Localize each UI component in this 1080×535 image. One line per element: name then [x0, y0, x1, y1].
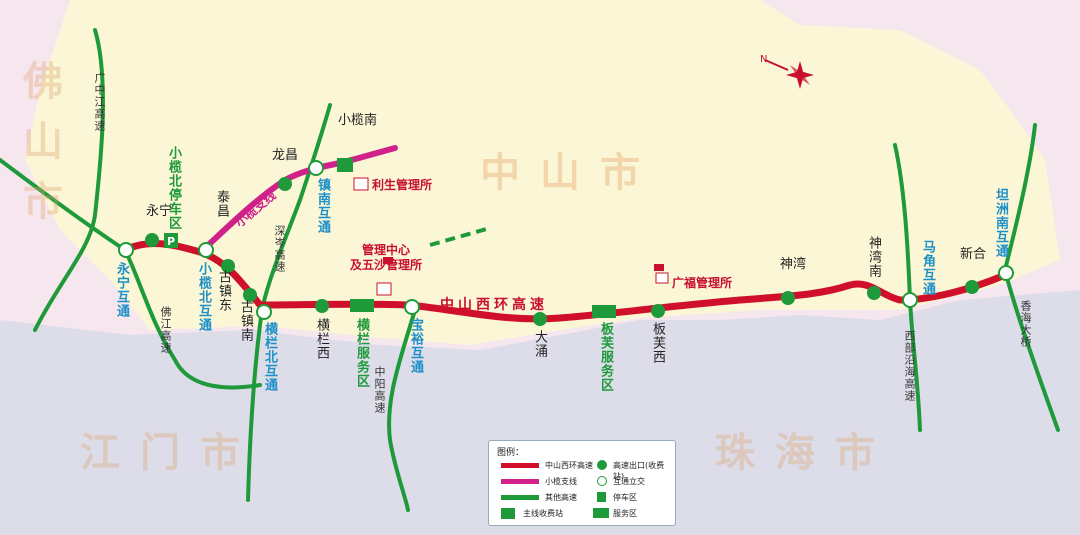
interchange-icon — [256, 304, 272, 320]
legend-main: 中山西环高速 — [545, 461, 593, 470]
zhongshan-region — [25, 0, 1060, 345]
legend-other-swatch — [501, 495, 539, 500]
office-icon — [655, 272, 669, 284]
interchange-icon — [597, 476, 607, 486]
interchange-majiao: 马角互通 — [920, 240, 935, 296]
legend-exit: 高速出口(收费站) — [613, 461, 665, 481]
toll-stations — [145, 158, 979, 326]
toll-station-icon — [315, 299, 329, 313]
route-shenwan: 深岑高速 — [273, 225, 286, 273]
office-lisheng: 利生管理所 — [372, 178, 433, 192]
station-yongning: 永宁 — [146, 204, 173, 219]
office-center: 管理中心 — [362, 243, 411, 257]
station-xiaolannan-1: 小榄南 — [338, 113, 377, 128]
station-shenwan: 神湾 — [780, 257, 807, 272]
legend-toll: 主线收费站 — [523, 509, 563, 518]
guangzhongjiang-highway — [33, 28, 105, 332]
fojiang-highway — [123, 248, 262, 390]
route-zhongyang: 中阳高速 — [373, 366, 386, 414]
office-guangfu: 广福管理所 — [672, 276, 733, 290]
interchange-icon — [902, 292, 918, 308]
exit-icon — [597, 460, 607, 470]
legend-main-swatch — [501, 463, 539, 468]
toll-station-icon — [867, 286, 881, 300]
legend-parking: 停车区 — [613, 493, 637, 502]
planned-highway — [429, 226, 491, 247]
interchange-icon — [118, 242, 134, 258]
legend-interchange: 互通立交 — [613, 477, 645, 486]
station-longchang: 龙昌 — [272, 148, 299, 163]
office-wusha: 及五沙管理所 — [350, 258, 423, 272]
office-icon — [353, 177, 369, 191]
interchange-yongning: 永宁互通 — [114, 262, 129, 318]
station-taichang: 泰昌 — [214, 190, 229, 218]
service-area-icon — [350, 299, 374, 312]
legend-title: 图例： — [497, 448, 525, 458]
legend-service: 服务区 — [613, 509, 637, 518]
station-shenwannan: 神湾南 — [866, 236, 881, 278]
zhongyang-highway — [387, 308, 417, 512]
parking-icon — [597, 492, 606, 502]
interchange-henglanbei: 横栏北互通 — [262, 322, 277, 392]
interchange-icon — [404, 299, 420, 315]
station-banfuxi: 板芙西 — [650, 322, 665, 364]
station-xiaolannan: 小榄南 — [338, 113, 378, 128]
interchange-icon — [998, 265, 1014, 281]
service-area-icon — [592, 305, 616, 318]
interchange-icon — [198, 242, 214, 258]
parking-glyph: P — [167, 235, 175, 248]
flag-icon — [383, 257, 393, 264]
xiaolan-branch-line — [202, 145, 398, 251]
toll-station-icon — [781, 291, 795, 305]
station-datong: 大涌 — [532, 330, 547, 358]
toll-station-icon — [221, 259, 235, 273]
parking-xiaolanbei: 小榄北停车区 — [166, 146, 181, 230]
toll-station-icon — [501, 508, 515, 519]
west-highway — [0, 158, 127, 252]
main-toll-station-icon — [337, 158, 353, 172]
station-xinhe: 新合 — [960, 247, 987, 262]
service-banfu: 板芙服务区 — [598, 322, 613, 392]
route-guangzhongjiang: 广中江高速 — [93, 72, 106, 132]
flag-icon — [654, 264, 664, 271]
service-area-icon — [593, 508, 609, 518]
city-zhongshan: 中山市 — [480, 150, 660, 196]
interchange-xiaolanbei: 小榄北互通 — [196, 262, 211, 332]
toll-station-icon — [651, 304, 665, 318]
route-xianghai: 香海大桥 — [1019, 300, 1032, 348]
interchanges — [118, 160, 1014, 320]
toll-station-icon — [145, 233, 159, 247]
interchange-zhennan: 镇南互通 — [315, 178, 330, 234]
office-icon — [376, 282, 392, 296]
legend-branch-swatch — [501, 479, 539, 484]
parking-icon — [164, 233, 178, 248]
toll-station-icon — [965, 280, 979, 294]
jiangmen-zhuhai-region — [0, 290, 1080, 535]
city-foshan: 佛山市 — [16, 60, 62, 240]
route-xibuyanhai: 西部沿海高速 — [903, 330, 916, 402]
station-henglanxi: 横栏西 — [314, 318, 329, 360]
map-legend: 图例： 中山西环高速 小榄支线 其他高速 主线收费站 高速出口(收费站) 互通立… — [488, 440, 676, 526]
city-jiangmen: 江门市 — [80, 430, 260, 476]
route-main-label: 中山西环高速 — [440, 297, 548, 313]
compass-north: N — [760, 54, 767, 65]
station-guzhendong: 古镇东 — [216, 270, 231, 312]
toll-station-icon — [278, 177, 292, 191]
toll-station-icon — [533, 312, 547, 326]
interchange-tanzhounan: 坦洲南互通 — [993, 188, 1008, 258]
city-zhuhai: 珠海市 — [715, 430, 895, 476]
service-henglan: 横栏服务区 — [354, 318, 369, 388]
toll-station-icon — [243, 288, 257, 302]
interchange-icon — [308, 160, 324, 176]
legend-other: 其他高速 — [545, 493, 577, 502]
interchange-baoyu: 宝裕互通 — [408, 318, 423, 374]
legend-branch: 小榄支线 — [545, 477, 577, 486]
compass-icon — [764, 59, 814, 89]
route-fojiang: 佛江高速 — [159, 306, 172, 354]
station-guzhennan: 古镇南 — [238, 300, 253, 342]
